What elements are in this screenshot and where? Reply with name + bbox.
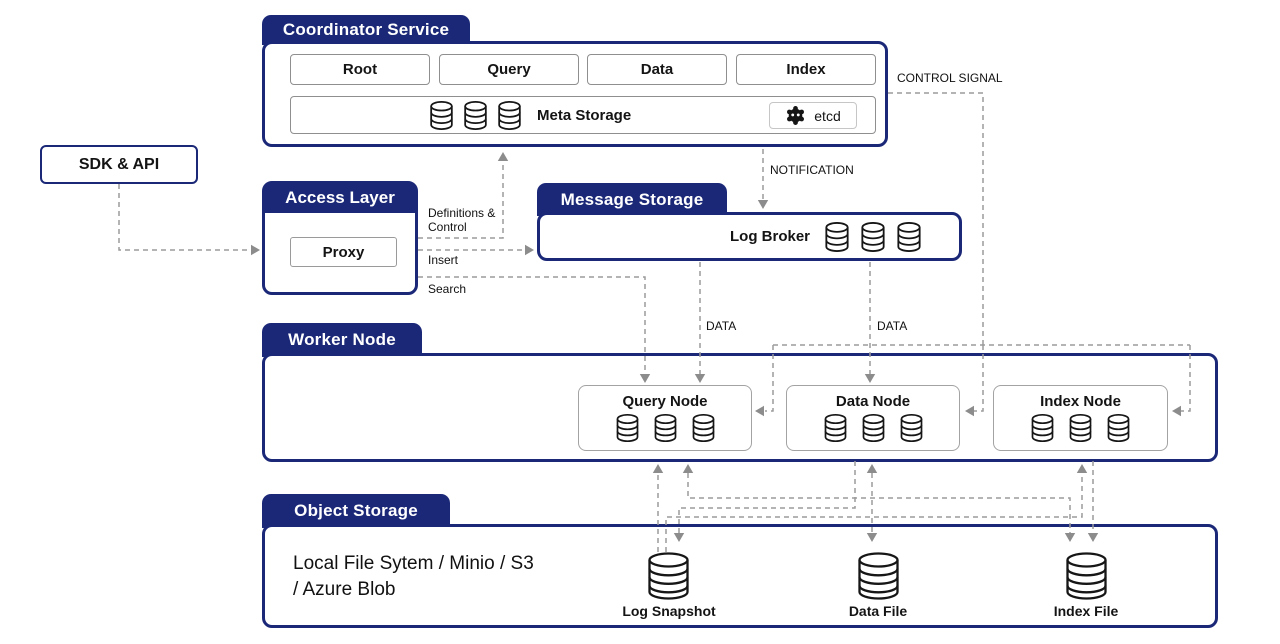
object-storage-tab: Object Storage	[262, 494, 450, 528]
meta-storage-label: Meta Storage	[537, 106, 632, 124]
database-icon	[824, 413, 846, 443]
etcd-label: etcd	[814, 107, 841, 124]
definitions-control-label: Definitions & Control	[428, 206, 496, 234]
data-coord-box: Data	[587, 54, 727, 85]
root-coord-box: Root	[290, 54, 430, 85]
sdk-api-label: SDK & API	[78, 155, 160, 173]
database-icon	[692, 413, 714, 443]
meta-storage-bar: Meta Storage etcd	[290, 96, 876, 134]
search-label: Search	[428, 282, 467, 296]
database-icon	[1031, 413, 1054, 443]
database-icon	[1107, 413, 1130, 443]
message-storage-title: Message Storage	[560, 189, 704, 209]
data-file-label: Data File	[848, 603, 908, 619]
message-storage-panel: Log Broker	[537, 212, 962, 261]
root-coord-label: Root	[342, 61, 378, 78]
database-icon	[897, 221, 921, 252]
index-file-label: Index File	[1053, 603, 1119, 619]
worker-node-tab: Worker Node	[262, 323, 422, 357]
data-node-to-log-snapshot-line	[678, 461, 856, 533]
query-coord-box: Query	[439, 54, 579, 85]
coordinator-service-panel: Root Query Data Index	[262, 41, 888, 147]
database-icon	[825, 221, 849, 252]
object-storage-panel: Local File Sytem / Minio / S3 / Azure Bl…	[262, 524, 1218, 628]
object-storage-backends: Local File Sytem / Minio / S3 / Azure Bl…	[293, 553, 534, 600]
coordinator-service-tab: Coordinator Service	[262, 15, 470, 45]
index-coord-label: Index	[786, 61, 826, 78]
database-icon	[862, 413, 884, 443]
access-layer-header: Access Layer	[264, 183, 416, 213]
data-label-query: DATA	[706, 319, 737, 333]
log-broker-label: Log Broker	[730, 228, 811, 245]
data-node-box: Data Node	[786, 385, 960, 451]
data-node-databases	[823, 413, 924, 443]
database-icon	[464, 100, 487, 130]
database-icon	[900, 413, 922, 443]
database-icon	[616, 413, 638, 443]
sdk-to-access-line	[118, 184, 249, 251]
data-file-database-icon	[858, 552, 899, 600]
query-node-databases	[615, 413, 716, 443]
message-storage-tab: Message Storage	[537, 183, 727, 216]
index-file-database-icon	[1066, 552, 1107, 600]
database-icon	[430, 100, 453, 130]
insert-label: Insert	[428, 253, 459, 267]
sdk-api-box: SDK & API	[40, 145, 198, 184]
notification-label: NOTIFICATION	[770, 163, 854, 177]
coordinator-service-title: Coordinator Service	[282, 20, 450, 39]
access-layer-panel: Access Layer Proxy	[262, 181, 418, 295]
data-node-label: Data Node	[835, 393, 911, 410]
etcd-logo-icon	[787, 106, 805, 125]
data-coord-label: Data	[640, 61, 674, 78]
control-signal-label: CONTROL SIGNAL	[897, 71, 1003, 85]
worker-node-panel: Query Node	[262, 353, 1218, 462]
worker-node-title: Worker Node	[288, 330, 396, 349]
object-storage-title: Object Storage	[294, 501, 418, 520]
access-layer-title: Access Layer	[285, 188, 395, 207]
index-node-box: Index Node	[993, 385, 1168, 451]
database-icon	[654, 413, 676, 443]
index-coord-box: Index	[736, 54, 876, 85]
database-icon	[1069, 413, 1092, 443]
index-node-label: Index Node	[1040, 393, 1121, 410]
etcd-box: etcd	[769, 102, 857, 129]
data-label-data: DATA	[877, 319, 908, 333]
database-icon	[861, 221, 885, 252]
proxy-label: Proxy	[322, 243, 365, 261]
log-snapshot-label: Log Snapshot	[622, 603, 716, 619]
query-node-box: Query Node	[578, 385, 752, 451]
query-node-label: Query Node	[622, 393, 708, 410]
index-node-databases	[1030, 413, 1131, 443]
log-snapshot-database-icon	[648, 552, 689, 600]
proxy-box: Proxy	[290, 237, 397, 267]
database-icon	[498, 100, 521, 130]
query-coord-label: Query	[487, 61, 531, 78]
